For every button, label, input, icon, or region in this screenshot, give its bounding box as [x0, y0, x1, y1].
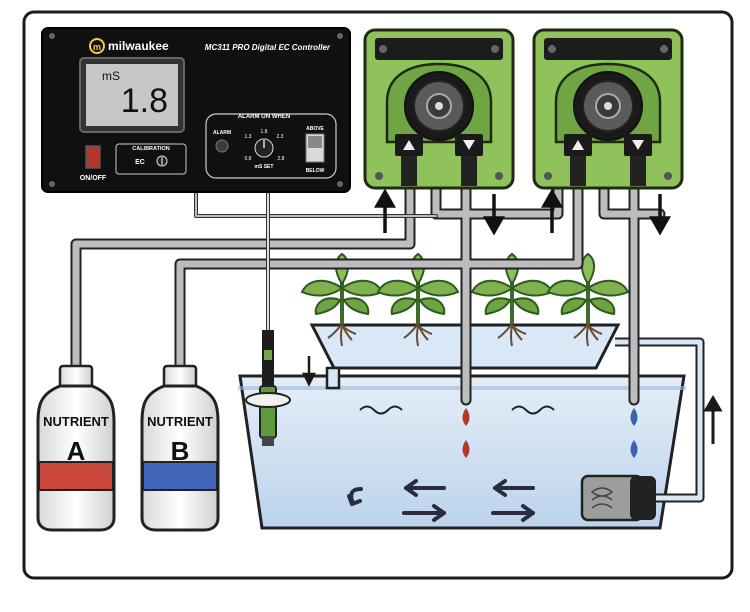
below-label: BELOW [306, 168, 325, 174]
screw-icon [379, 45, 387, 53]
drop-red-1 [462, 408, 470, 426]
brand-logo-letter: m [93, 42, 101, 52]
bottle-label-line1: NUTRIENT [43, 414, 109, 429]
screw-icon [544, 172, 552, 180]
alarm-title: ALARM ON WHEN [238, 114, 290, 120]
plant-roots [327, 323, 357, 347]
ec-controller: m milwaukee MC311 PRO Digital EC Control… [41, 27, 351, 193]
ms-set-label: mS SET [255, 164, 274, 170]
brand-logo-icon [89, 38, 105, 54]
flow-arrows [373, 188, 672, 236]
plant-roots [497, 323, 527, 347]
ec-label: EC [135, 159, 145, 166]
drain-arrow [301, 356, 317, 387]
above-label: ABOVE [306, 126, 324, 132]
plant-4 [546, 252, 630, 347]
lcd-display [86, 64, 178, 126]
ec-probe [245, 330, 291, 446]
brand-name: milwaukee [108, 39, 169, 53]
alarm-label: ALARM [213, 130, 231, 136]
nutrient-bottle-1: NUTRIENT A [36, 364, 116, 532]
lcd-reading: 1.8 [121, 82, 168, 120]
arrow-up-icon [572, 140, 584, 150]
arrow-down-icon [463, 140, 475, 150]
drop-blue-2 [630, 440, 638, 458]
arrow-down-icon [632, 140, 644, 150]
return-tube [615, 339, 703, 501]
power-switch[interactable] [85, 145, 101, 169]
nutrient-bottles: NUTRIENT A NUTRIENT B [36, 364, 220, 532]
screw-icon [660, 45, 668, 53]
power-label: ON/OFF [80, 175, 107, 182]
submersible-pump [580, 474, 656, 522]
dial-scale-1: 1.3 [245, 134, 252, 140]
bottle-label-line1: NUTRIENT [147, 414, 213, 429]
dial-scale-0: 0.8 [245, 156, 252, 162]
bottle-label-band [38, 461, 114, 491]
calibration-label: CALIBRATION [132, 146, 170, 152]
bottle-label-line2: B [171, 436, 190, 466]
bottle-label-line2: A [67, 436, 86, 466]
dial-scale-4: 2.8 [278, 156, 285, 162]
water-ripples [359, 405, 555, 415]
screw-icon [664, 172, 672, 180]
return-up-arrow [703, 395, 723, 444]
screw-icon [375, 172, 383, 180]
alarm-led [215, 139, 229, 153]
dosing-pump-1 [363, 28, 515, 190]
arrow-up-icon [403, 140, 415, 150]
nutrient-bottle-2: NUTRIENT B [140, 364, 220, 532]
nutrient-drops [462, 408, 638, 458]
drop-blue-1 [630, 408, 638, 426]
dosing-pumps [363, 28, 684, 190]
plant-roots [403, 323, 433, 347]
drop-red-2 [462, 440, 470, 458]
plant-roots [573, 323, 603, 347]
model-name: MC311 PRO Digital EC Controller [205, 43, 331, 52]
screw-icon [491, 45, 499, 53]
dial-scale-3: 2.3 [277, 134, 284, 140]
dosing-pump-2 [532, 28, 684, 190]
screw-icon [548, 45, 556, 53]
lcd-unit: mS [102, 69, 120, 83]
circulation-arrows [347, 479, 535, 522]
screw-icon [495, 172, 503, 180]
bottle-label-band [142, 461, 218, 491]
dial-scale-2: 1.8 [261, 129, 268, 135]
